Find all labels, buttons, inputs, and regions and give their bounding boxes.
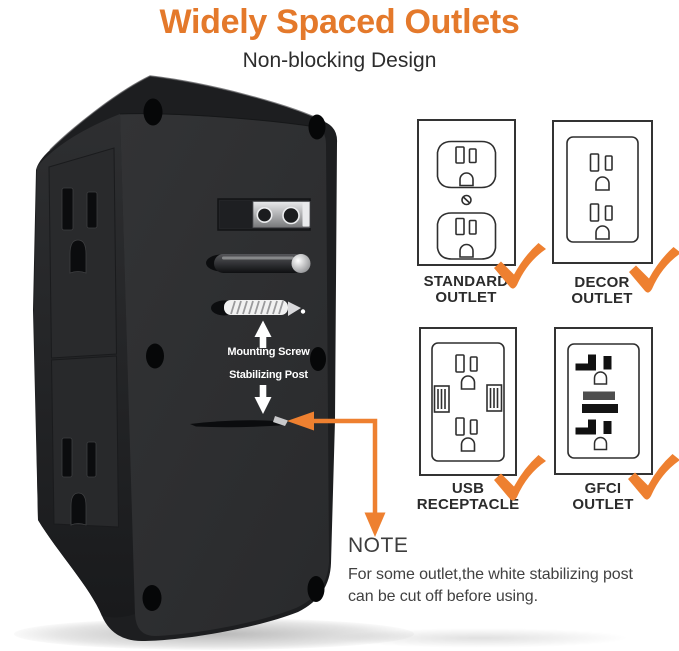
gfci-outlet-icon (567, 343, 640, 459)
note-arrow (287, 411, 386, 537)
outlet-slot (86, 191, 98, 229)
outlet-card-decor (552, 120, 653, 264)
outlet-ground-hole (69, 239, 87, 274)
checkmark-icon (494, 455, 546, 501)
screw-hole (308, 114, 326, 140)
ground-pin (206, 254, 311, 273)
outlet-slot (61, 437, 73, 478)
prong-hole (282, 206, 300, 225)
decor-outlet-icon (566, 136, 639, 243)
screw-holes (142, 98, 326, 611)
stabilizing-post (190, 416, 288, 428)
page-title: Widely Spaced Outlets (159, 3, 520, 41)
mounting-screw (211, 300, 306, 316)
checkmark-icon (628, 454, 679, 500)
checkmark-icon (494, 243, 546, 289)
outlet-card-standard (417, 119, 516, 266)
device-shadow-streak (330, 628, 630, 648)
card-label-decor: DECOR OUTLET (571, 274, 633, 307)
mounting-screw-label: Mounting Screw (227, 346, 310, 358)
note-body: For some outlet,the white stabilizing po… (348, 564, 678, 608)
outlet-card-gfci (554, 327, 653, 475)
screw-hole (142, 585, 162, 611)
page-subtitle: Non-blocking Design (242, 49, 437, 72)
screw-threads (230, 300, 284, 315)
prong-highlight (302, 202, 310, 227)
side-panel-lower (50, 355, 120, 528)
stabilizing-post-arrow (254, 385, 272, 414)
note-arrow-left-head (287, 411, 314, 431)
ground-pin-highlight (222, 256, 294, 260)
outlet-card-usb (419, 327, 517, 476)
card-label-standard: STANDARD OUTLET (423, 273, 509, 306)
screw-sparkle (300, 309, 306, 314)
screw-hole (146, 343, 164, 369)
screw-hole (310, 347, 326, 371)
card-label-usb: USB RECEPTACLE (416, 480, 520, 513)
gfci-reset-button (583, 391, 615, 400)
note-line2: can be cut off before using. (348, 588, 538, 605)
device-top-rim (49, 75, 326, 151)
mounting-screw-arrow (254, 320, 272, 348)
checkmark-icon (629, 247, 679, 293)
device-back-face (120, 113, 329, 637)
plug-prongs (217, 198, 311, 231)
side-outlet-upper (61, 187, 98, 274)
outlet-slot (86, 441, 97, 478)
prong-hole (256, 207, 273, 224)
note-line1: For some outlet,the white stabilizing po… (348, 566, 633, 583)
usb-outlet-icon (431, 342, 505, 462)
outlet-ground-hole (70, 492, 87, 526)
stabilizing-post-tip (273, 416, 288, 426)
note-heading: NOTE (348, 534, 409, 557)
gfci-test-button (582, 404, 618, 413)
outlet-slot (61, 187, 74, 231)
back-face-seam (119, 113, 317, 128)
duplex-outlet-icon (436, 140, 497, 260)
ground-pin-tip (291, 254, 311, 273)
side-outlet-lower (61, 437, 97, 526)
screw-hole (307, 576, 325, 602)
screw-hole (143, 98, 163, 126)
screw-tip (288, 301, 301, 316)
note-arrow-down-head (364, 512, 386, 537)
card-label-gfci: GFCI OUTLET (572, 480, 634, 513)
stabilizing-post-label: Stabilizing Post (229, 369, 308, 381)
outlet-extender-device (33, 75, 386, 641)
